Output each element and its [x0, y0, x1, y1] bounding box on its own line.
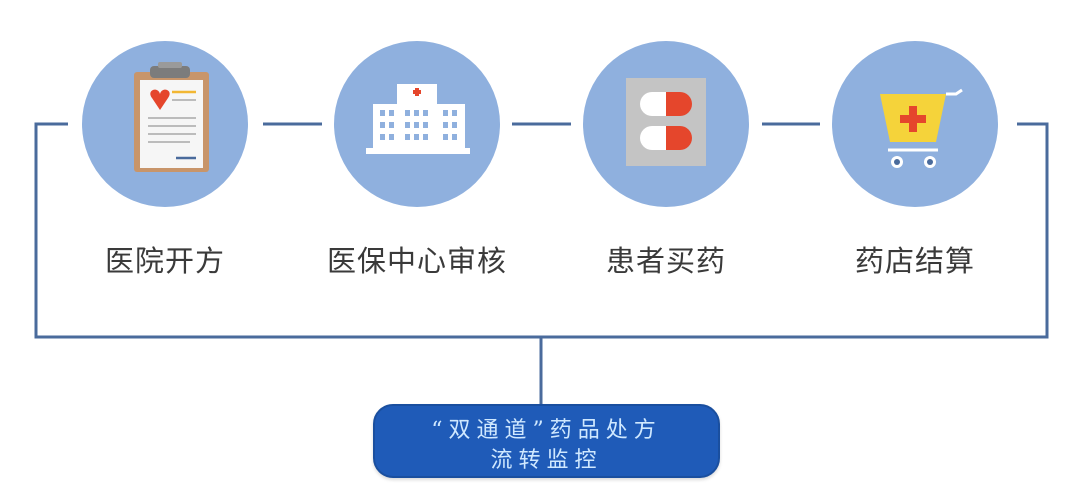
clipboard-prescription-icon	[134, 62, 209, 172]
pill-capsules-icon	[626, 78, 706, 166]
step-label-4: 药店结算	[854, 244, 975, 278]
monitoring-box: “双通道”药品处方 流转监控	[373, 404, 720, 478]
hospital-building-icon	[366, 84, 470, 154]
monitoring-title-line2: 流转监控	[490, 448, 603, 473]
step-label-1: 医院开方	[104, 244, 225, 278]
step-label-3: 患者买药	[605, 244, 726, 278]
shopping-cart-icon	[880, 88, 963, 168]
connector-lines	[34, 122, 1049, 404]
monitoring-title-line1: “双通道”药品处方	[431, 418, 662, 443]
step-label-2: 医保中心审核	[326, 244, 507, 278]
